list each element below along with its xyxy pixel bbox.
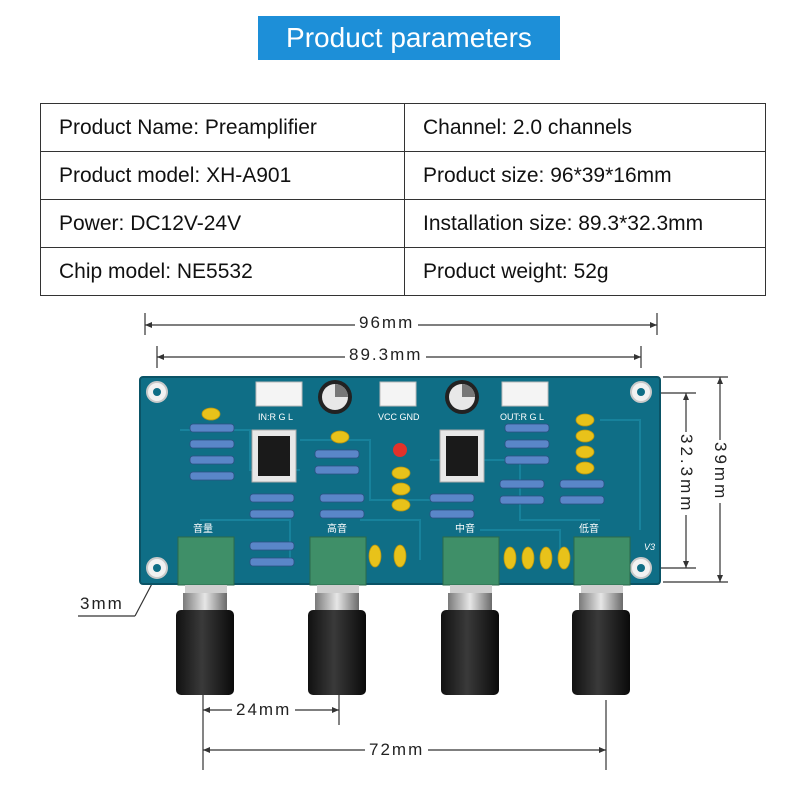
dim-hole: 3mm [76,594,128,614]
label-mid: 中音 [455,522,475,535]
dim-mount-height: 32.3mm [676,432,696,516]
param-cell: Product Name: Preamplifier [40,103,405,152]
title-banner: Product parameters [258,16,560,60]
led [393,443,407,457]
dim-mount-length: 89.3mm [345,345,427,365]
ic-chip [251,429,485,483]
potentiometer [177,536,631,595]
ceramic-capacitors [201,407,595,570]
param-cell: Product weight: 52g [404,247,766,296]
label-out: OUT:R G L [500,412,544,422]
param-cell: Chip model: NE5532 [40,247,405,296]
label-treble: 高音 [327,522,347,535]
table-row: Power: DC12V-24V Installation size: 89.3… [40,199,766,248]
dim-height: 39mm [710,440,730,504]
param-cell: Power: DC12V-24V [40,199,405,248]
label-volume: 音量 [193,522,213,535]
dimension-arrows [145,322,723,753]
param-cell: Product size: 96*39*16mm [404,151,766,200]
param-cell: Product model: XH-A901 [40,151,405,200]
parameters-table: Product Name: Preamplifier Channel: 2.0 … [40,103,766,296]
knob [176,593,630,695]
connector [255,381,549,407]
table-row: Chip model: NE5532 Product weight: 52g [40,247,766,296]
table-row: Product Name: Preamplifier Channel: 2.0 … [40,103,766,152]
param-cell: Installation size: 89.3*32.3mm [404,199,766,248]
resistors [189,423,605,567]
label-vcc: VCC GND [378,412,420,422]
label-in: IN:R G L [258,412,293,422]
label-bass: 低音 [579,522,599,535]
capacitor [318,380,479,414]
table-row: Product model: XH-A901 Product size: 96*… [40,151,766,200]
label-version: V3 [644,542,655,552]
mounting-hole [146,381,652,579]
dim-length: 96mm [355,313,419,333]
pcb-board: IN:R G L VCC GND OUT:R G L 音量 高音 中音 低音 V… [139,376,661,585]
dim-knob-span: 72mm [365,740,429,760]
dim-knob-pitch: 24mm [232,700,296,720]
